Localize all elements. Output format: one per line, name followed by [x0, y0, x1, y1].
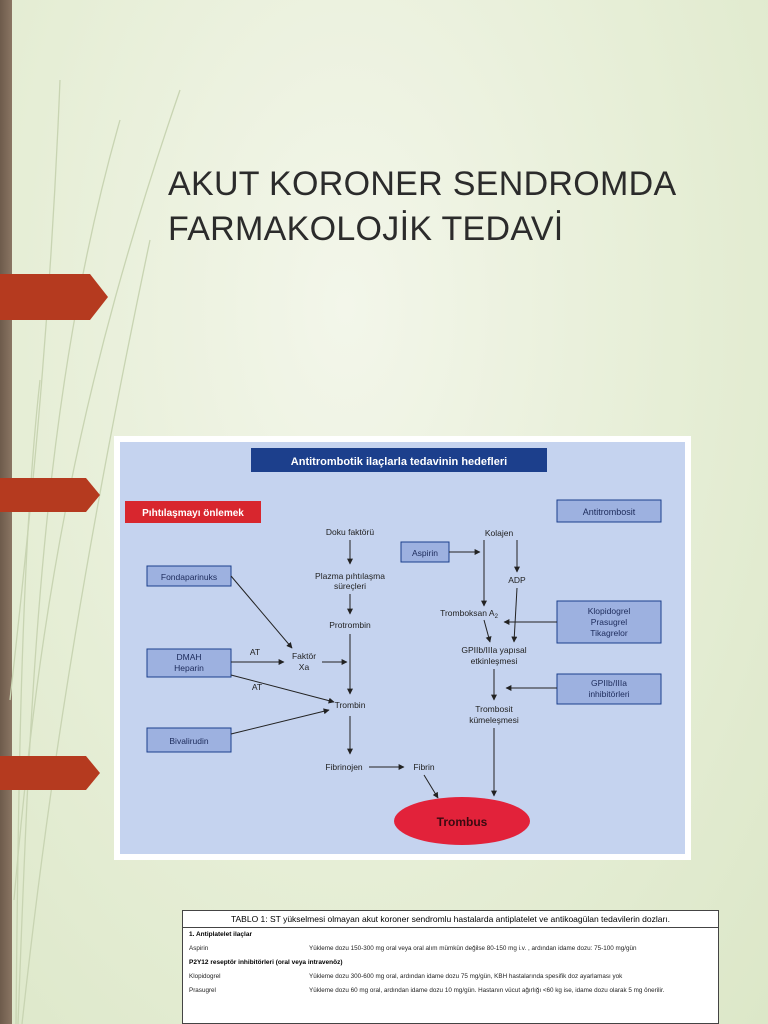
node-gp-yapisal-2: etkinleşmesi [471, 656, 518, 666]
table-row: Prasugrel Yükleme dozu 60 mg oral, ardın… [183, 984, 718, 998]
table-row: Klopidogrel Yükleme dozu 300-600 mg oral… [183, 970, 718, 984]
drug-dose: Yükleme dozu 60 mg oral, ardından idame … [309, 987, 665, 994]
tikagrelor-label: Tikagrelor [590, 628, 628, 638]
drug-dose: Yükleme dozu 300-600 mg oral, ardından i… [309, 973, 623, 980]
node-trombosit-2: kümeleşmesi [469, 715, 519, 725]
antithrombotic-diagram: Antitrombotik ilaçlarla tedavinin hedefl… [114, 436, 691, 860]
gp-inhibitor-label-2: inhibitörleri [588, 689, 629, 699]
arrow [230, 708, 330, 735]
drug-name: Prasugrel [189, 987, 216, 994]
fondaparinux-label: Fondaparinuks [161, 572, 217, 582]
node-gp-yapisal-1: GPIIb/IIIa yapısal [461, 645, 526, 655]
diagram-heading: Antitrombotik ilaçlarla tedavinin hedefl… [291, 456, 507, 468]
node-protrombin: Protrombin [329, 620, 371, 630]
table-caption: TABLO 1: ST yükselmesi olmayan akut koro… [183, 911, 718, 928]
node-trombosit-1: Trombosit [475, 704, 513, 714]
slide-title: AKUT KORONER SENDROMDA FARMAKOLOJİK TEDA… [168, 162, 728, 252]
dmah-heparin-box [146, 648, 232, 678]
node-plazma-2: süreçleri [334, 581, 366, 591]
table-row: Aspirin Yükleme dozu 150-300 mg oral vey… [183, 942, 718, 956]
diagram-header-box [251, 448, 547, 472]
bivalirudin-box [146, 727, 232, 753]
red-arrow-tab [0, 756, 100, 790]
title-line-1: AKUT KORONER SENDROMDA [168, 165, 677, 203]
heparin-label: Heparin [174, 663, 204, 673]
prasugrel-label: Prasugrel [591, 617, 627, 627]
node-kolajen: Kolajen [485, 528, 514, 538]
trombus-label: Trombus [437, 815, 488, 829]
node-adp: ADP [508, 575, 526, 585]
arrow [423, 774, 439, 799]
trombus-ellipse [394, 797, 530, 845]
p2y12-box [556, 600, 662, 644]
right-label: Antitrombosit [583, 507, 636, 517]
node-trombin: Trombin [335, 700, 366, 710]
left-label: Pıhtılaşmayı önlemek [142, 508, 244, 519]
node-fibrin: Fibrin [413, 762, 435, 772]
left-label-box [125, 501, 261, 523]
node-at-1: AT [250, 647, 260, 657]
node-at-2: AT [252, 682, 262, 692]
gp-inhibitor-label-1: GPIIb/IIIa [591, 678, 627, 688]
node-fibrinojen: Fibrinojen [325, 762, 363, 772]
table-section-p2y12: P2Y12 reseptör inhibitörleri (oral veya … [189, 959, 343, 966]
klopidogrel-label: Klopidogrel [588, 606, 631, 616]
arrow [511, 587, 518, 643]
node-plazma-1: Plazma pıhtılaşma [315, 571, 385, 581]
bivalirudin-label: Bivalirudin [169, 736, 208, 746]
node-tromboksan: Tromboksan A2 [440, 608, 499, 620]
aspirin-label: Aspirin [412, 548, 438, 558]
drug-name: Aspirin [189, 945, 209, 952]
node-faktor-2: Xa [299, 662, 310, 672]
table-section-antiplatelet: 1. Antiplatelet ilaçlar [189, 931, 252, 938]
drug-name: Klopidogrel [189, 973, 221, 980]
arrow [230, 575, 293, 649]
arrow [483, 619, 492, 643]
red-arrow-tab [0, 274, 108, 320]
node-doku-faktoru: Doku faktörü [326, 527, 374, 537]
right-label-box [556, 499, 662, 523]
arrow [230, 674, 335, 704]
dmah-label: DMAH [176, 652, 201, 662]
gp-inhibitor-box [556, 673, 662, 705]
node-faktor-1: Faktör [292, 651, 316, 661]
dose-table: TABLO 1: ST yükselmesi olmayan akut koro… [182, 910, 719, 1024]
drug-dose: Yükleme dozu 150-300 mg oral veya oral a… [309, 945, 637, 952]
title-line-2: FARMAKOLOJİK TEDAVİ [168, 210, 564, 248]
red-arrow-tab [0, 478, 100, 512]
